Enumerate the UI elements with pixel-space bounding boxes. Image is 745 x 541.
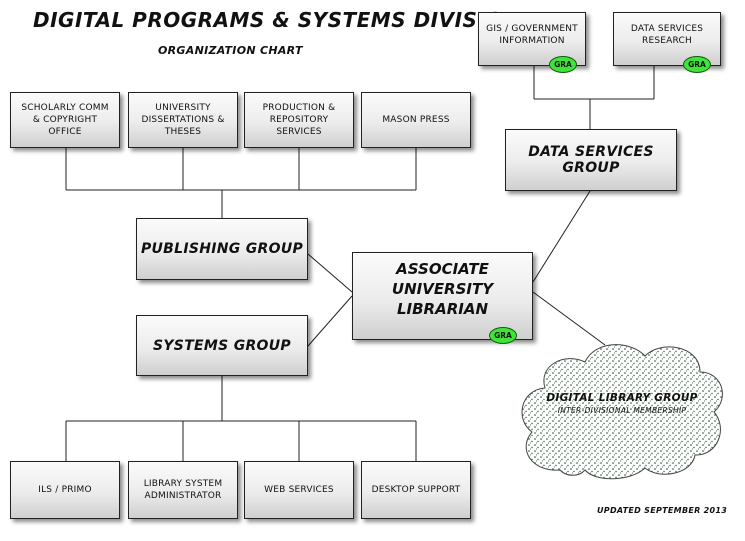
- unit-library-system-admin[interactable]: LIBRARY SYSTEM ADMINISTRATOR: [128, 461, 238, 519]
- cloud-shape: [521, 344, 723, 480]
- unit-scholarly-comm[interactable]: SCHOLARLY COMM & COPYRIGHT OFFICE: [10, 92, 120, 148]
- cloud-subtitle: INTER-DIVISIONAL MEMBERSHIP: [557, 406, 687, 415]
- unit-label: PRODUCTION & REPOSITORY SERVICES: [262, 103, 336, 137]
- unit-label: SCHOLARLY COMM & COPYRIGHT OFFICE: [21, 103, 109, 137]
- unit-label: ILS / PRIMO: [38, 485, 92, 495]
- unit-label: DESKTOP SUPPORT: [371, 485, 461, 495]
- unit-desktop-support[interactable]: DESKTOP SUPPORT: [361, 461, 471, 519]
- unit-label: UNIVERSITY DISSERTATIONS & THESES: [141, 103, 225, 137]
- group-label: SYSTEMS GROUP: [152, 337, 291, 354]
- updated-note: UPDATED SEPTEMBER 2013: [597, 506, 728, 515]
- unit-web-services[interactable]: WEB SERVICES: [244, 461, 354, 519]
- digital-library-group[interactable]: DIGITAL LIBRARY GROUP INTER-DIVISIONAL M…: [527, 392, 717, 415]
- unit-production-repository[interactable]: PRODUCTION & REPOSITORY SERVICES: [244, 92, 354, 148]
- connector-data-center: [532, 190, 591, 283]
- unit-ils-primo[interactable]: ILS / PRIMO: [10, 461, 120, 519]
- systems-group[interactable]: SYSTEMS GROUP: [136, 315, 308, 376]
- gra-badge: GRA: [489, 327, 517, 344]
- page-title: DIGITAL PROGRAMS & SYSTEMS DIVISION: [33, 8, 521, 32]
- group-label: DATA SERVICES GROUP: [528, 144, 654, 176]
- data-services-group[interactable]: DATA SERVICES GROUP: [505, 129, 677, 191]
- unit-mason-press[interactable]: MASON PRESS: [361, 92, 471, 148]
- page-subtitle: ORGANIZATION CHART: [158, 44, 303, 57]
- center-label: ASSOCIATE UNIVERSITY LIBRARIAN: [391, 260, 494, 318]
- gra-badge: GRA: [683, 56, 711, 73]
- unit-label: WEB SERVICES: [264, 485, 334, 495]
- connector-center-cloud: [532, 291, 606, 346]
- gra-badge: GRA: [549, 56, 577, 73]
- cloud-title: DIGITAL LIBRARY GROUP: [546, 392, 698, 404]
- unit-label: DATA SERVICES RESEARCH: [630, 24, 704, 46]
- connector-systems-center: [307, 295, 353, 347]
- unit-label: MASON PRESS: [382, 115, 450, 125]
- connector-publishing-center: [307, 253, 353, 293]
- group-label: PUBLISHING GROUP: [140, 241, 304, 257]
- associate-university-librarian[interactable]: ASSOCIATE UNIVERSITY LIBRARIAN: [352, 252, 533, 340]
- unit-label: LIBRARY SYSTEM ADMINISTRATOR: [143, 479, 223, 501]
- unit-label: GIS / GOVERNMENT INFORMATION: [486, 24, 578, 46]
- unit-dissertations[interactable]: UNIVERSITY DISSERTATIONS & THESES: [128, 92, 238, 148]
- publishing-group[interactable]: PUBLISHING GROUP: [136, 218, 308, 280]
